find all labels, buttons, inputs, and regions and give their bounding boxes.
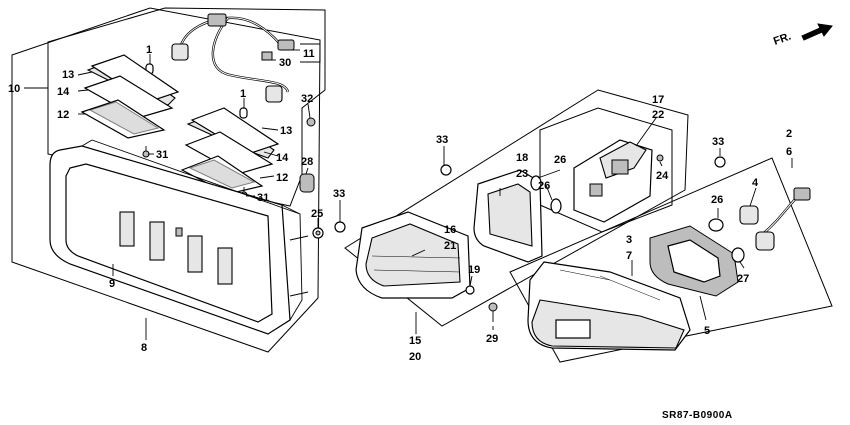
callout-10: 10: [8, 83, 20, 95]
callout-33c: 33: [712, 136, 724, 148]
callout-33a: 33: [333, 188, 345, 200]
harness-plug: [277, 39, 295, 51]
callout-4: 4: [752, 177, 759, 189]
callout-31a: 31: [156, 149, 168, 161]
callout-1a: 1: [146, 44, 152, 56]
callout-labels: 1 1 2 3 4 5 6 7 8 9 10 11 12 12 13 13 14…: [8, 44, 792, 421]
callout-14b: 14: [276, 152, 289, 164]
callout-23: 23: [516, 168, 528, 180]
inner-wedge-bulb-b: [550, 198, 562, 214]
callout-12a: 12: [57, 109, 69, 121]
inner-lamp-gasket: [473, 169, 543, 263]
callout-31b: 31: [257, 192, 269, 204]
socket-screw-24: [656, 154, 664, 162]
callout-3: 3: [626, 234, 632, 246]
leader-lines: [24, 43, 793, 340]
outer-socket-harness: [739, 187, 811, 251]
callout-13a: 13: [62, 69, 74, 81]
outer-bulb-26: [708, 218, 724, 232]
front-direction-arrow: FR.: [772, 23, 833, 48]
nut-33-inner: [440, 164, 452, 176]
rear-license-garnish: [49, 139, 309, 335]
callout-13b: 13: [280, 125, 292, 137]
callout-17: 17: [652, 94, 664, 106]
callout-2: 2: [786, 128, 792, 140]
callout-28: 28: [301, 156, 313, 168]
inner-lamp-frame: [344, 89, 689, 327]
grommet-28: [299, 173, 315, 193]
callout-33b: 33: [436, 134, 448, 146]
license-light-housing-left: [80, 54, 180, 139]
inner-wedge-bulb-a: [530, 175, 542, 191]
callout-7: 7: [626, 250, 632, 262]
license-light-harness: [171, 13, 295, 103]
screw-31-left: [142, 146, 150, 158]
outer-lamp-gasket: [649, 225, 739, 297]
callout-22: 22: [652, 109, 664, 121]
nut-25: [312, 227, 324, 239]
outer-bulb-27: [731, 247, 745, 263]
diagram-code: SR87-B0900A: [662, 410, 733, 421]
callout-6: 6: [786, 146, 792, 158]
callout-16: 16: [444, 224, 456, 236]
callout-32: 32: [301, 93, 313, 105]
left-assembly-frame: [11, 7, 321, 353]
callout-25: 25: [311, 208, 323, 220]
license-light-housing-right: [180, 107, 280, 195]
callout-29: 29: [486, 333, 498, 345]
clip-32: [306, 117, 316, 127]
callout-14a: 14: [57, 86, 70, 98]
callout-30: 30: [279, 57, 291, 69]
callout-1b: 1: [240, 88, 246, 100]
wedge-bulb-right: [239, 107, 248, 119]
front-direction-text: FR.: [772, 30, 793, 47]
nut-33-outer: [714, 156, 726, 168]
callout-26b: 26: [538, 180, 550, 192]
callout-26c: 26: [711, 194, 723, 206]
callout-24: 24: [656, 170, 669, 182]
bulb-socket-right: [265, 85, 283, 103]
grommet-19: [465, 285, 475, 295]
harness-clip: [261, 51, 273, 61]
callout-9: 9: [109, 278, 115, 290]
callout-21: 21: [444, 240, 456, 252]
callout-19: 19: [468, 264, 480, 276]
bulb-socket-left: [171, 43, 189, 61]
callout-26a: 26: [554, 154, 566, 166]
callout-8: 8: [141, 342, 147, 354]
callout-15: 15: [409, 335, 421, 347]
screw-29: [488, 302, 498, 322]
arrow-icon: [801, 23, 833, 41]
callout-12b: 12: [276, 172, 288, 184]
callout-18: 18: [516, 152, 528, 164]
callout-27: 27: [737, 273, 749, 285]
nut-33-left: [334, 221, 346, 233]
callout-11: 11: [303, 48, 315, 60]
harness-connector: [207, 13, 227, 27]
inner-socket-bracket: [573, 139, 653, 223]
callout-20: 20: [409, 351, 421, 363]
callout-5: 5: [704, 325, 710, 337]
inner-lamp-lens: [355, 211, 471, 299]
outer-tail-lamp: [527, 261, 691, 351]
